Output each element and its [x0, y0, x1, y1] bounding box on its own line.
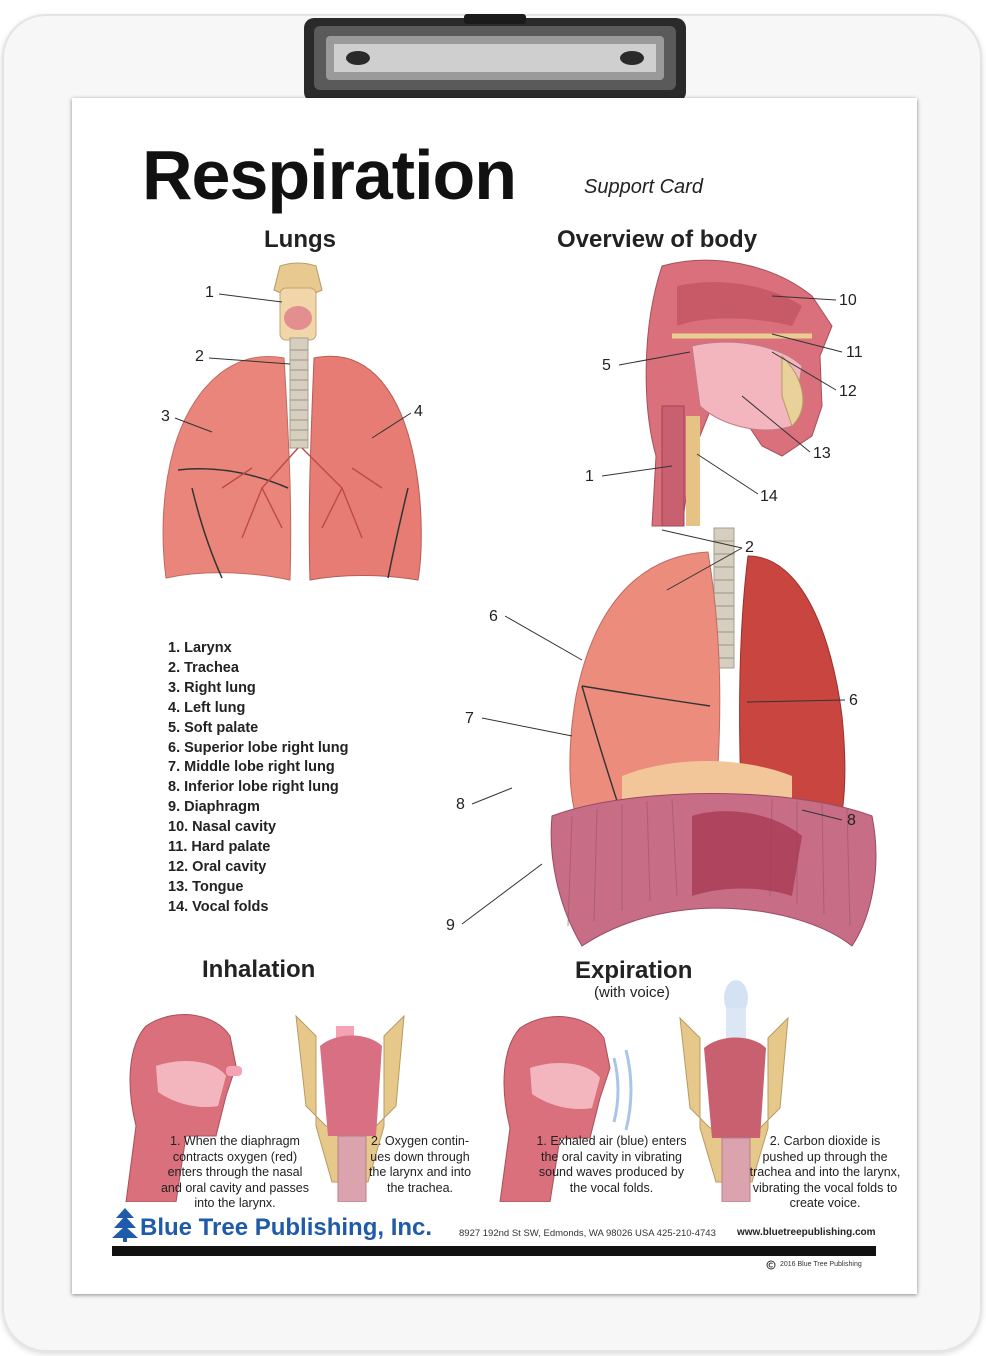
legend-item: 8. Inferior lobe right lung: [168, 779, 339, 796]
footer-copyright: 2016 Blue Tree Publishing: [780, 1261, 862, 1268]
legend-item: 3. Right lung: [168, 679, 256, 696]
legend-item: 10. Nasal cavity: [168, 819, 277, 836]
lungs-leader-lines: [174, 293, 412, 439]
footer-divider: [112, 1246, 876, 1256]
lungs-label: 3: [161, 408, 170, 425]
inhalation-illustrations: [125, 1014, 405, 1202]
overview-label: 5: [602, 357, 611, 374]
overview-label: 12: [839, 383, 857, 400]
inhalation-caption-1: 1. When the diaphragm contracts oxygen (…: [160, 1134, 309, 1210]
legend-item: 2. Trachea: [168, 659, 239, 676]
overview-label: 8: [847, 812, 856, 829]
lungs-label: 1: [205, 284, 214, 301]
overview-label: 6: [849, 692, 858, 709]
overview-label: 9: [446, 917, 455, 934]
lungs-label: 2: [195, 348, 204, 365]
legend-item: 14. Vocal folds: [168, 898, 269, 915]
inhalation-caption-2: 2. Oxygen contin-ues down through the la…: [368, 1134, 472, 1195]
legend-item: 1. Larynx: [168, 640, 232, 656]
clipboard-clip: [304, 14, 686, 102]
overview-label: 13: [813, 445, 831, 462]
legend-item: 13. Tongue: [168, 878, 244, 895]
overview-illustration: [550, 259, 877, 947]
overview-label: 6: [489, 608, 498, 625]
footer-website[interactable]: www.bluetreepublishing.com: [737, 1227, 876, 1238]
page-subtitle: Support Card: [584, 176, 703, 198]
overview-label: 1: [585, 468, 594, 485]
legend-list: 1. Larynx 2. Trachea 3. Right lung 4. Le…: [168, 639, 348, 918]
overview-label: 11: [846, 344, 863, 361]
legend-item: 12. Oral cavity: [168, 858, 267, 875]
lungs-label: 4: [414, 403, 423, 420]
legend-item: 6. Superior lobe right lung: [168, 739, 349, 756]
lungs-illustration: [162, 262, 422, 581]
legend-item: 7. Middle lobe right lung: [168, 759, 335, 776]
section-heading-inhalation: Inhalation: [202, 956, 316, 983]
legend-item: 5. Soft palate: [168, 719, 259, 736]
legend-item: 11. Hard palate: [168, 839, 271, 856]
support-card: Respiration Support Card Lungs Overview …: [72, 98, 917, 1294]
copyright-icon: [766, 1260, 776, 1270]
section-heading-overview: Overview of body: [557, 226, 758, 253]
overview-label: 10: [839, 292, 857, 309]
legend-item: 9. Diaphragm: [168, 799, 260, 816]
overview-leader-lines: [461, 295, 846, 925]
overview-label: 2: [745, 539, 754, 556]
overview-label: 14: [760, 488, 778, 505]
overview-label: 7: [465, 710, 474, 727]
section-heading-expiration: Expiration: [575, 957, 693, 984]
section-heading-lungs: Lungs: [264, 226, 336, 253]
footer-brand: Blue Tree Publishing, Inc.: [140, 1214, 433, 1241]
legend-item: 4. Left lung: [168, 699, 246, 716]
overview-label: 8: [456, 796, 465, 813]
page-title: Respiration: [142, 136, 517, 214]
expiration-subheading: (with voice): [594, 984, 670, 1001]
expiration-caption-1: 1. Exhaled air (blue) enters the oral ca…: [536, 1134, 687, 1195]
footer-address: 8927 192nd St SW, Edmonds, WA 98026 USA …: [459, 1228, 716, 1239]
expiration-caption-2: 2. Carbon dioxide is pushed up through t…: [749, 1134, 901, 1210]
expiration-illustrations: [499, 980, 789, 1202]
tree-logo-icon: [112, 1208, 138, 1242]
